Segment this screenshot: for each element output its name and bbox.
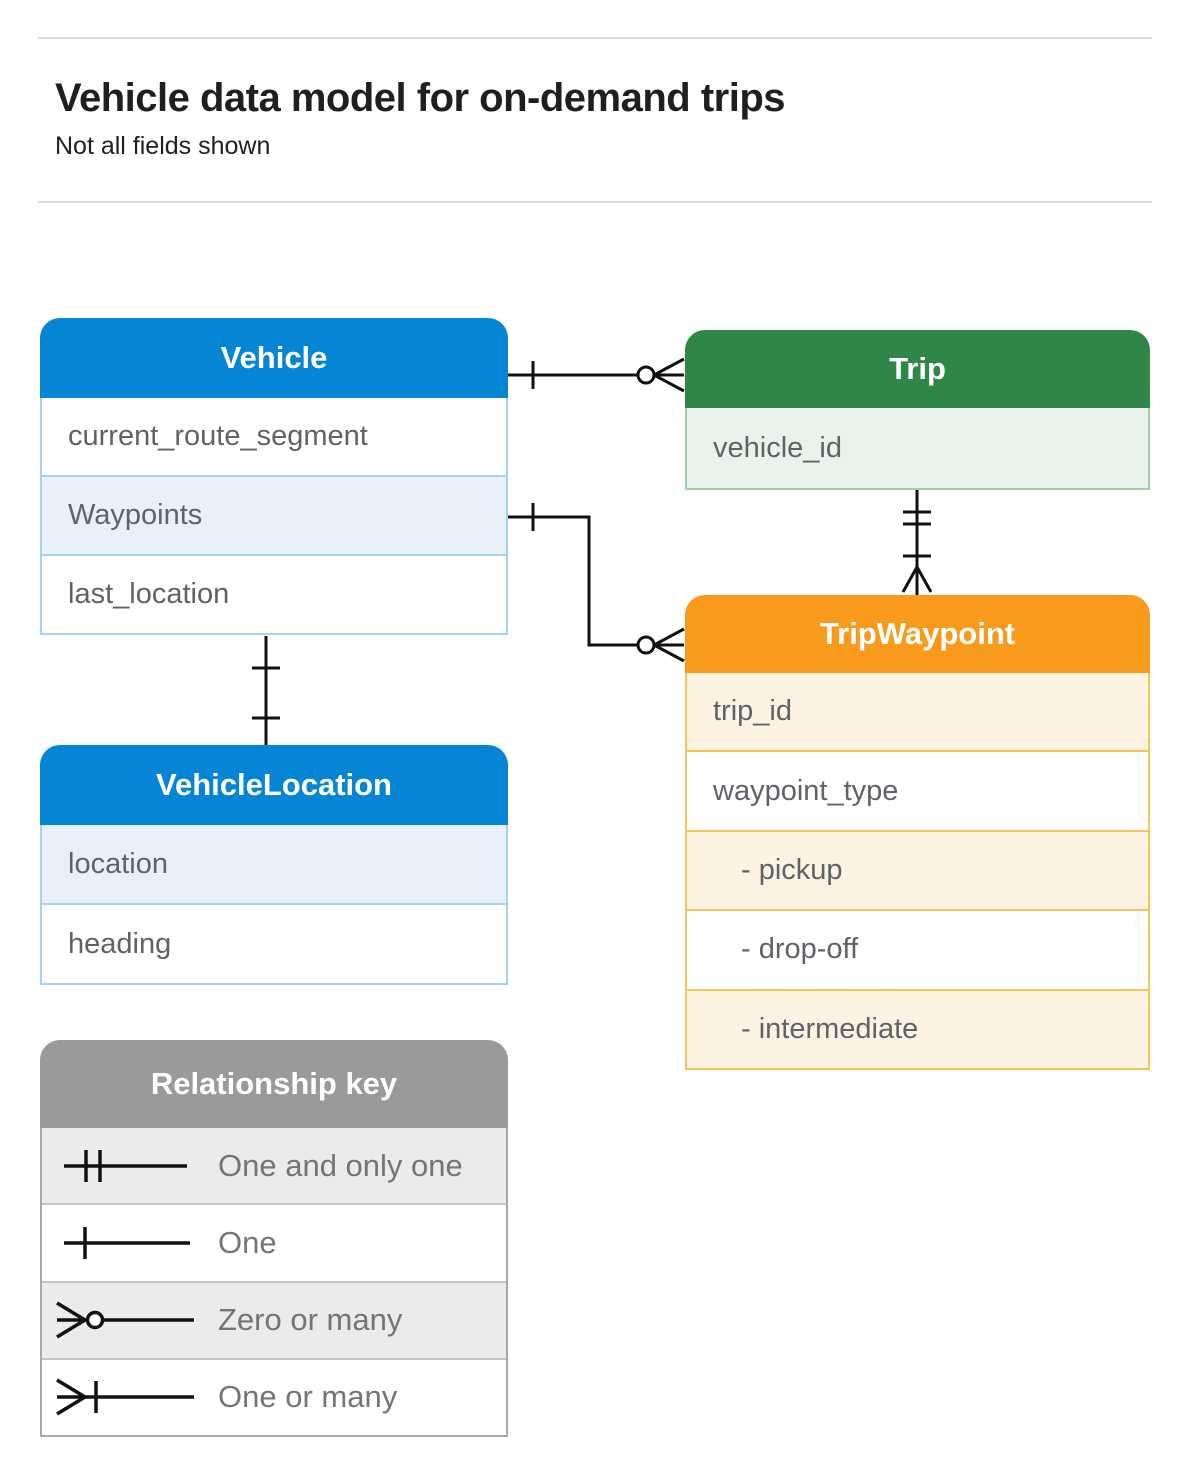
- connector-vehicle-trip: [508, 357, 685, 393]
- field-label: current_route_segment: [68, 420, 368, 452]
- field-row-location: location: [42, 825, 506, 903]
- connector-line: [508, 515, 684, 647]
- page-title: Vehicle data model for on-demand trips: [55, 76, 786, 120]
- relationship-key-body: One and only one One Zero or many: [40, 1128, 508, 1437]
- field-label: - pickup: [741, 854, 843, 887]
- legend-label: One: [218, 1224, 277, 1260]
- legend-row-zero-or-many: Zero or many: [42, 1280, 506, 1358]
- field-label: vehicle_id: [713, 431, 842, 464]
- field-row-current-route-segment: current_route_segment: [42, 398, 506, 475]
- crow-foot: [901, 566, 933, 593]
- crow-foot: [653, 357, 685, 393]
- field-label: - drop-off: [741, 933, 859, 966]
- connector-trip-tripwaypoint: [901, 490, 933, 595]
- entity-vehiclelocation: VehicleLocation location heading: [40, 745, 508, 985]
- entity-body-vehiclelocation: location heading: [40, 825, 508, 985]
- field-row-trip-id: trip_id: [687, 673, 1148, 751]
- field-row-waypoints: Waypoints: [42, 475, 506, 554]
- field-row-waypoint-type: waypoint_type: [687, 750, 1148, 830]
- zero-or-many-symbol-icon: [56, 1301, 194, 1339]
- entity-header-trip: Trip: [685, 330, 1150, 408]
- legend-row-one: One: [42, 1203, 506, 1281]
- legend-row-one-and-only-one: One and only one: [42, 1128, 506, 1204]
- relationship-key-header: Relationship key: [40, 1040, 508, 1128]
- connector-vehicle-vehiclelocation: [252, 636, 280, 745]
- divider-top: [38, 37, 1152, 39]
- divider-under-title: [38, 201, 1152, 203]
- field-row-pickup: - pickup: [687, 829, 1148, 910]
- crow-foot: [653, 627, 685, 663]
- legend-row-one-or-many: One or many: [42, 1357, 506, 1435]
- one-symbol-icon: [64, 1226, 190, 1259]
- entity-header-tripwaypoint: TripWaypoint: [685, 595, 1150, 673]
- relationship-key: Relationship key One and only one One: [40, 1040, 508, 1437]
- legend-label: One or many: [218, 1379, 398, 1415]
- entity-body-tripwaypoint: trip_id waypoint_type - pickup - drop-of…: [685, 673, 1150, 1070]
- field-label: Waypoints: [68, 499, 203, 531]
- entity-trip: Trip vehicle_id: [685, 330, 1150, 490]
- field-label: trip_id: [713, 695, 792, 728]
- entity-header-vehiclelocation: VehicleLocation: [40, 745, 508, 825]
- field-row-intermediate: - intermediate: [687, 988, 1148, 1069]
- field-row-heading: heading: [42, 903, 506, 983]
- legend-label: Zero or many: [218, 1302, 403, 1338]
- entity-tripwaypoint: TripWaypoint trip_id waypoint_type - pic…: [685, 595, 1150, 1070]
- legend-label: One and only one: [218, 1147, 463, 1183]
- field-label: heading: [68, 927, 172, 960]
- connector-waypoints-tripwaypoint: [508, 503, 685, 663]
- zero-circle: [636, 365, 656, 385]
- field-row-vehicle-id: vehicle_id: [687, 408, 1148, 488]
- entity-body-vehicle: current_route_segment Waypoints last_loc…: [40, 398, 508, 635]
- field-row-drop-off: - drop-off: [687, 909, 1148, 989]
- field-label: - intermediate: [741, 1012, 919, 1045]
- one-and-only-one-symbol-icon: [64, 1149, 187, 1182]
- entity-header-vehicle: Vehicle: [40, 318, 508, 398]
- field-label: last_location: [68, 578, 230, 610]
- page-subtitle: Not all fields shown: [55, 132, 271, 160]
- field-row-last-location: last_location: [42, 554, 506, 633]
- field-label: location: [68, 847, 168, 880]
- entity-body-trip: vehicle_id: [685, 408, 1150, 490]
- one-or-many-symbol-icon: [56, 1378, 194, 1416]
- zero-circle: [636, 635, 656, 655]
- entity-vehicle: Vehicle current_route_segment Waypoints …: [40, 318, 508, 635]
- field-label: waypoint_type: [713, 774, 899, 807]
